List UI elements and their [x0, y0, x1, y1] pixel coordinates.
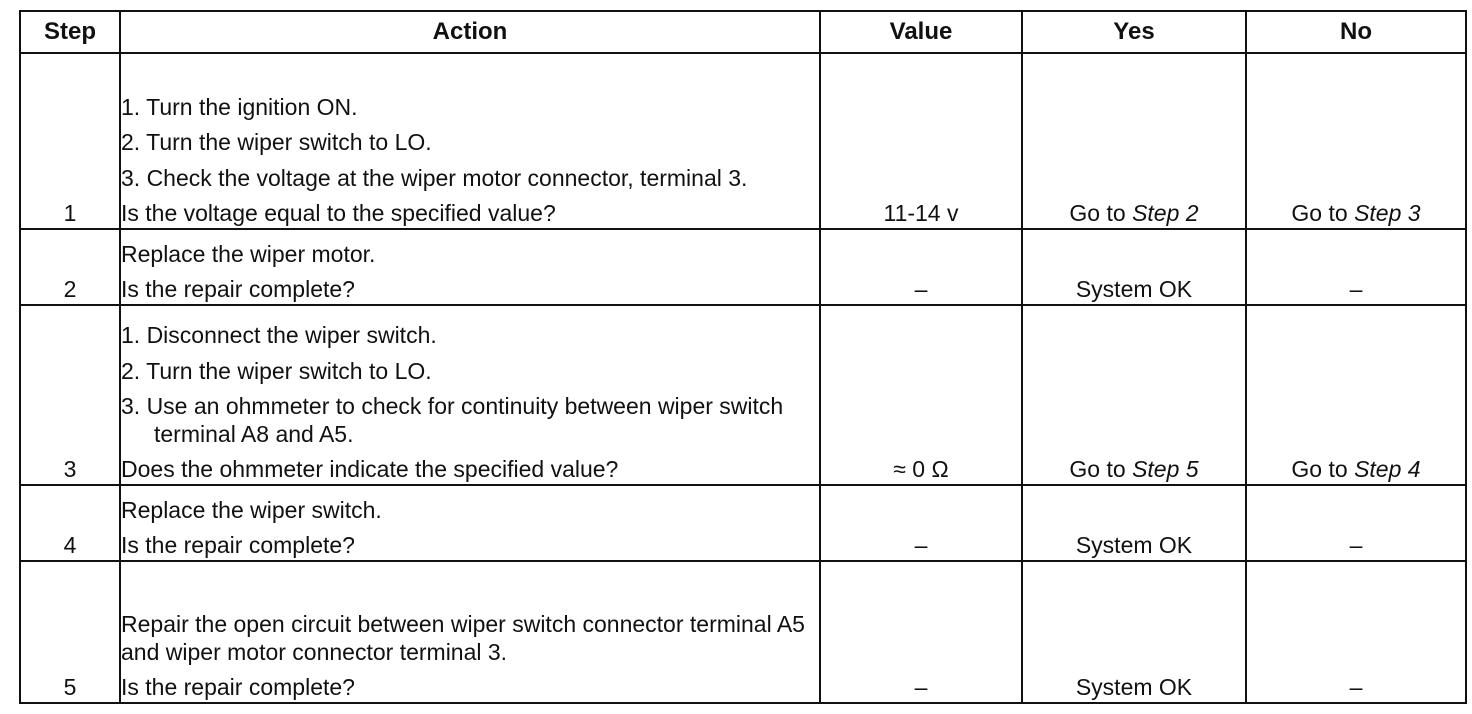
action-line: Replace the wiper motor.: [121, 240, 376, 267]
action-cell: 1. Turn the ignition ON. 2. Turn the wip…: [119, 52, 821, 230]
action-line: Repair the open circuit between wiper sw…: [121, 611, 805, 665]
no-cell: Go to Step 3: [1245, 52, 1467, 230]
value-cell: –: [819, 228, 1023, 306]
step-number: 2: [19, 228, 121, 306]
action-line: 3. Use an ohmmeter to check for continui…: [121, 393, 784, 447]
header-value: Value: [819, 10, 1023, 54]
yes-prefix: Go to: [1069, 200, 1126, 227]
action-line: Replace the wiper switch.: [121, 496, 382, 523]
yes-prefix: Go to: [1069, 456, 1126, 483]
action-question: Is the repair complete?: [121, 276, 355, 303]
header-step: Step: [19, 10, 121, 54]
table-row: 3 1. Disconnect the wiper switch. 2. Tur…: [19, 304, 1467, 486]
no-prefix: Go to: [1291, 456, 1348, 483]
header-action: Action: [119, 10, 821, 54]
no-cell: –: [1245, 560, 1467, 704]
value-cell: –: [819, 560, 1023, 704]
table-row: 5 Repair the open circuit between wiper …: [19, 560, 1467, 704]
action-line: 1. Turn the ignition ON.: [121, 93, 358, 120]
no-cell: –: [1245, 484, 1467, 562]
step-number: 3: [19, 304, 121, 486]
yes-step-link[interactable]: Step 5: [1132, 456, 1199, 483]
value-cell: ≈ 0 Ω: [819, 304, 1023, 486]
yes-cell: Go to Step 5: [1021, 304, 1247, 486]
table-row: 2 Replace the wiper motor. Is the repair…: [19, 228, 1467, 306]
action-question: Is the repair complete?: [121, 532, 355, 559]
yes-cell: System OK: [1021, 228, 1247, 306]
step-number: 1: [19, 52, 121, 230]
action-line: 1. Disconnect the wiper switch.: [121, 322, 437, 349]
action-cell: Replace the wiper switch. Is the repair …: [119, 484, 821, 562]
action-cell: Repair the open circuit between wiper sw…: [119, 560, 821, 704]
action-line: 3. Check the voltage at the wiper motor …: [121, 164, 748, 191]
table-row: 1 1. Turn the ignition ON. 2. Turn the w…: [19, 52, 1467, 230]
table-row: 4 Replace the wiper switch. Is the repai…: [19, 484, 1467, 562]
diagnostic-table: Step Action Value Yes No 1 1. Turn the i…: [19, 10, 1467, 704]
value-cell: 11-14 v: [819, 52, 1023, 230]
action-cell: 1. Disconnect the wiper switch. 2. Turn …: [119, 304, 821, 486]
action-line: 2. Turn the wiper switch to LO.: [121, 357, 432, 384]
header-no: No: [1245, 10, 1467, 54]
no-prefix: Go to: [1291, 200, 1348, 227]
yes-cell: Go to Step 2: [1021, 52, 1247, 230]
no-cell: Go to Step 4: [1245, 304, 1467, 486]
no-cell: –: [1245, 228, 1467, 306]
header-yes: Yes: [1021, 10, 1247, 54]
value-cell: –: [819, 484, 1023, 562]
step-number: 4: [19, 484, 121, 562]
step-number: 5: [19, 560, 121, 704]
no-step-link[interactable]: Step 4: [1354, 456, 1421, 483]
action-question: Is the repair complete?: [121, 674, 355, 701]
yes-cell: System OK: [1021, 560, 1247, 704]
action-cell: Replace the wiper motor. Is the repair c…: [119, 228, 821, 306]
yes-cell: System OK: [1021, 484, 1247, 562]
action-question: Does the ohmmeter indicate the specified…: [121, 456, 619, 483]
header-row: Step Action Value Yes No: [19, 10, 1467, 54]
action-question: Is the voltage equal to the specified va…: [121, 200, 556, 227]
action-line: 2. Turn the wiper switch to LO.: [121, 129, 432, 156]
no-step-link[interactable]: Step 3: [1354, 200, 1421, 227]
yes-step-link[interactable]: Step 2: [1132, 200, 1199, 227]
